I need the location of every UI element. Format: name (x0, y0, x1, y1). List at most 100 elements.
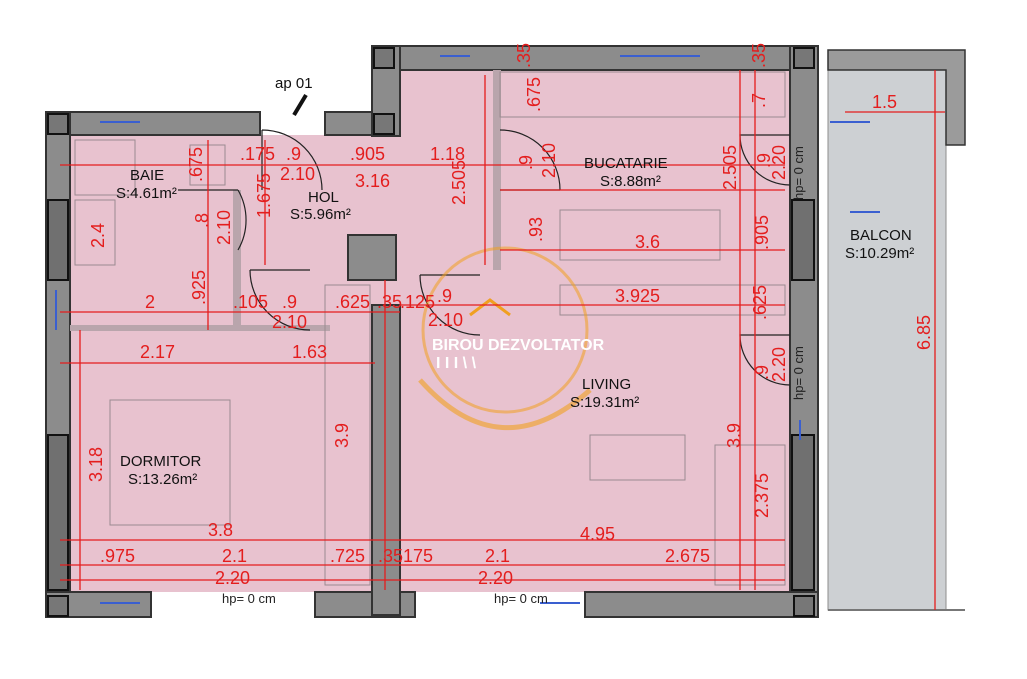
balcony (827, 49, 966, 611)
dim-label: 3.8 (208, 520, 233, 540)
dim-label: 2.20 (769, 145, 789, 180)
corner-box-6 (47, 595, 69, 617)
dim-label: .8 (192, 213, 212, 228)
wall-bottom-right (584, 591, 819, 618)
entrance-marker: ap 01 (275, 75, 313, 117)
interior-wall-kitchen (493, 70, 501, 270)
room-area-bucatarie: S:8.88m² (600, 173, 661, 190)
corner-box-3 (373, 47, 395, 69)
dim-label: .905 (752, 215, 772, 250)
dim-label: .35 (378, 546, 403, 566)
window-note-kitchen: hp= 0 cm (791, 146, 806, 200)
door-entrance-swing (261, 129, 323, 191)
dim-label: .175 (398, 546, 433, 566)
room-area-living: S:19.31m² (570, 394, 639, 411)
tv-table (589, 434, 686, 481)
apartment-label: ap 01 (275, 75, 313, 92)
dim-label: 2.505 (449, 160, 469, 205)
room-name-dormitor: DORMITOR (120, 453, 202, 470)
dim-label: .35 (514, 43, 534, 68)
dim-label: .675 (186, 147, 206, 182)
room-area-dormitor: S:13.26m² (128, 471, 197, 488)
column (347, 234, 397, 281)
room-fills (70, 70, 790, 592)
dim-label: 2.505 (720, 145, 740, 190)
furniture (74, 71, 786, 586)
dim-label: .905 (350, 144, 385, 164)
pillar-right-1 (791, 199, 815, 281)
interior-wall-h (70, 325, 330, 331)
dim-label: 1.18 (430, 144, 465, 164)
dim-label: 2.10 (428, 310, 463, 330)
dim-label: 2.4 (88, 223, 108, 248)
dim-label: 1.5 (872, 92, 897, 112)
corner-box-2 (373, 113, 395, 135)
pillar-left-2 (47, 434, 69, 591)
watermark-roof-icon (469, 298, 511, 317)
room-area-balcon: S:10.29m² (845, 245, 914, 262)
dim-label: 2.10 (539, 143, 559, 178)
dim-label: .9 (516, 155, 536, 170)
dim-label: 2.1 (485, 546, 510, 566)
dim-label: 3.925 (615, 286, 660, 306)
dim-label: 2.20 (478, 568, 513, 588)
room-area-baie: S:4.61m² (116, 185, 177, 202)
dim-label: 2 (145, 292, 155, 312)
dim-label: 1.63 (292, 342, 327, 362)
sofa (714, 444, 786, 586)
entrance-arrow-icon (292, 93, 308, 117)
dim-label: .975 (100, 546, 135, 566)
dim-label: 3.6 (635, 232, 660, 252)
watermark-swoosh-icon (418, 378, 592, 431)
window-notes: hp= 0 cm hp= 0 cm hp= 0 cm hp= 0 cm (222, 146, 806, 606)
counter (499, 71, 786, 118)
watermark: BIROU DEZVOLTATOR I I I \ \ (418, 246, 605, 431)
dim-label: 6.85 (914, 315, 934, 350)
room-name-baie: BAIE (130, 167, 164, 184)
dim-label: 3.9 (724, 423, 744, 448)
dim-label: .625 (335, 292, 370, 312)
wardrobe (324, 284, 371, 586)
dim-label: .35 (377, 292, 402, 312)
dim-label: .35 (749, 43, 769, 68)
dim-label: 2.10 (214, 210, 234, 245)
dim-label: .9 (752, 365, 772, 380)
bath-sink (74, 199, 116, 266)
dim-label: 2.675 (665, 546, 710, 566)
bucatarie-fill (400, 70, 790, 270)
corner-box-5 (793, 595, 815, 617)
door-living-swing (419, 274, 481, 336)
dim-label: .9 (286, 144, 301, 164)
kitchen-table (559, 209, 721, 261)
dim-label: .105 (233, 292, 268, 312)
watermark-text: BIROU DEZVOLTATOR (432, 337, 605, 354)
dim-label: .175 (240, 144, 275, 164)
dim-label: 2.20 (769, 347, 789, 382)
dim-label: 2.10 (280, 164, 315, 184)
dim-label: 2.1 (222, 546, 247, 566)
interior-wall-baie (233, 190, 241, 330)
wall-top-left (45, 111, 261, 136)
dimension-lines (60, 70, 945, 610)
dim-label: .9 (754, 153, 774, 168)
pillar-left-1 (47, 199, 69, 281)
dim-label: .725 (330, 546, 365, 566)
corner-box-1 (47, 113, 69, 135)
dim-label: 2.20 (215, 568, 250, 588)
watermark-mark: I I I \ \ (436, 355, 477, 372)
corner-box-4 (793, 47, 815, 69)
dim-label: .93 (526, 217, 546, 242)
dim-label: 3.16 (355, 171, 390, 191)
dim-label: 2.10 (272, 312, 307, 332)
room-labels: BAIE S:4.61m² HOL S:5.96m² BUCATARIE S:8… (116, 155, 914, 488)
dim-label: 2.17 (140, 342, 175, 362)
room-name-hol: HOL (308, 189, 339, 206)
window-note-living: hp= 0 cm (791, 346, 806, 400)
room-name-bucatarie: BUCATARIE (584, 155, 668, 172)
dim-label: .7 (749, 93, 769, 108)
watermark-ring-icon (421, 246, 589, 414)
dimension-labels: .35 .35 .675 .7 .175 .9 .905 1.18 2.10 .… (86, 43, 934, 588)
dim-label: 1.675 (254, 173, 274, 218)
wall-bedroom-living (371, 304, 401, 616)
window-markers (55, 55, 880, 604)
